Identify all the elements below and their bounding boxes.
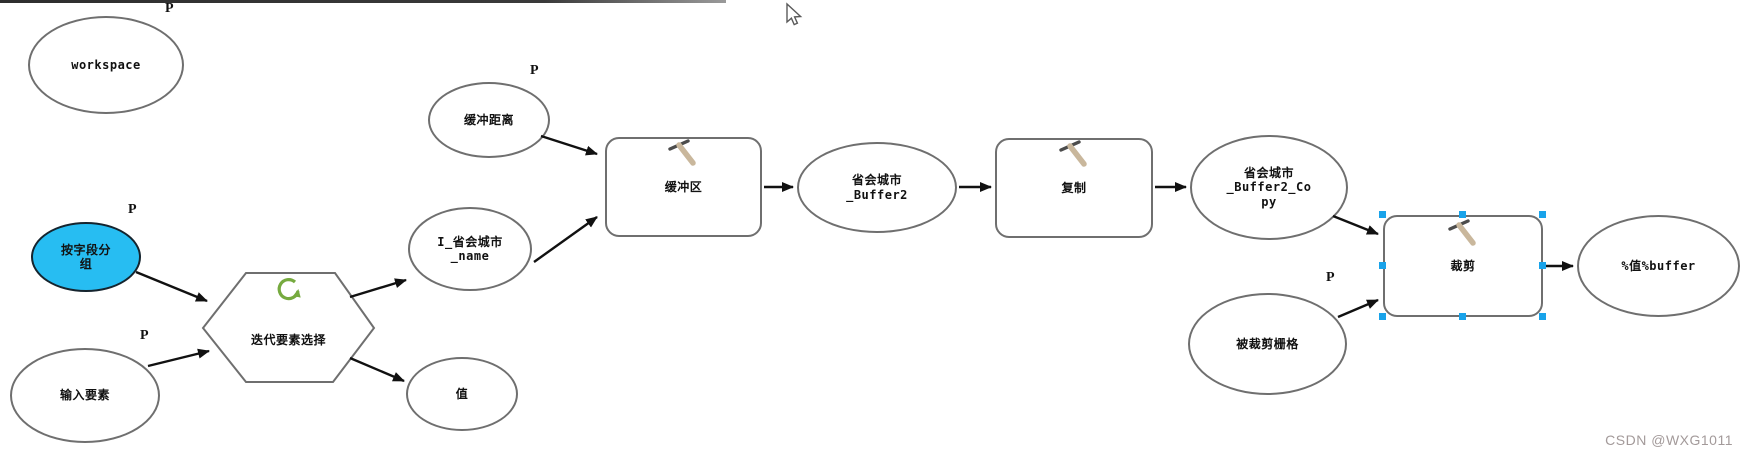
- node-value[interactable]: 值: [406, 357, 518, 431]
- node-buffer-distance[interactable]: 缓冲距离: [428, 82, 550, 158]
- param-tag-buffer-distance: P: [530, 63, 539, 78]
- node-label: workspace: [71, 57, 141, 72]
- node-label: 缓冲区: [664, 179, 703, 194]
- top-border-line: [0, 0, 726, 3]
- node-label: 复制: [1061, 180, 1087, 195]
- node-workspace[interactable]: workspace: [28, 16, 184, 114]
- selection-handle[interactable]: [1459, 211, 1466, 218]
- connector-copyoutput-cliptool: [1332, 214, 1379, 236]
- connector-clipraster-cliptool: [1337, 298, 1379, 319]
- node-label: 被裁剪栅格: [1236, 336, 1299, 351]
- node-selected-name[interactable]: I_省会城市 _name: [408, 207, 532, 291]
- node-label: 按字段分 组: [60, 242, 111, 271]
- node-label: 省会城市 _Buffer2: [846, 173, 908, 202]
- param-tag-workspace: P: [165, 1, 174, 16]
- node-group-by-field[interactable]: 按字段分 组: [31, 222, 141, 292]
- node-final-output[interactable]: %值%buffer: [1577, 215, 1740, 317]
- connector-selectedname-buffertool: [533, 216, 598, 263]
- selection-handle[interactable]: [1379, 313, 1386, 320]
- node-label: 输入要素: [59, 388, 110, 403]
- node-iterator-label[interactable]: 迭代要素选择: [216, 319, 361, 348]
- connector-iterator-selectedname: [349, 278, 407, 299]
- selection-handle[interactable]: [1459, 313, 1466, 320]
- watermark: CSDN @WXG1011: [1605, 432, 1733, 448]
- node-label: 值: [455, 386, 469, 401]
- connector-bufferdistance-buffertool: [540, 134, 598, 156]
- param-tag-group-by-field: P: [128, 202, 137, 217]
- selection-handle[interactable]: [1539, 211, 1546, 218]
- selection-handle[interactable]: [1539, 313, 1546, 320]
- node-label: %值%buffer: [1621, 258, 1696, 273]
- node-label: 裁剪: [1450, 258, 1476, 273]
- connector-iterator-value: [349, 356, 405, 383]
- selection-handle[interactable]: [1379, 211, 1386, 218]
- selection-handle[interactable]: [1379, 262, 1386, 269]
- connector-groupbyfield-iterator: [135, 270, 208, 303]
- node-clip-raster[interactable]: 被裁剪栅格: [1188, 293, 1347, 395]
- node-label: I_省会城市 _name: [437, 234, 503, 263]
- node-copy-output[interactable]: 省会城市 _Buffer2_Co py: [1190, 135, 1348, 240]
- param-tag-input-features: P: [140, 328, 149, 343]
- node-label: 缓冲距离: [463, 112, 514, 127]
- node-buffer-tool[interactable]: 缓冲区: [605, 137, 762, 237]
- selection-handle[interactable]: [1539, 262, 1546, 269]
- loop-icon: [277, 278, 301, 301]
- node-label: 迭代要素选择: [250, 333, 326, 348]
- node-input-features[interactable]: 输入要素: [10, 348, 160, 443]
- node-clip-tool[interactable]: 裁剪: [1383, 215, 1543, 317]
- node-buffer-output[interactable]: 省会城市 _Buffer2: [797, 142, 957, 233]
- mouse-cursor-icon: [786, 2, 803, 26]
- node-label: 省会城市 _Buffer2_Co py: [1226, 165, 1312, 209]
- connector-inputfeatures-iterator: [147, 348, 210, 368]
- node-copy-tool[interactable]: 复制: [995, 138, 1153, 238]
- param-tag-clip-raster: P: [1326, 270, 1335, 285]
